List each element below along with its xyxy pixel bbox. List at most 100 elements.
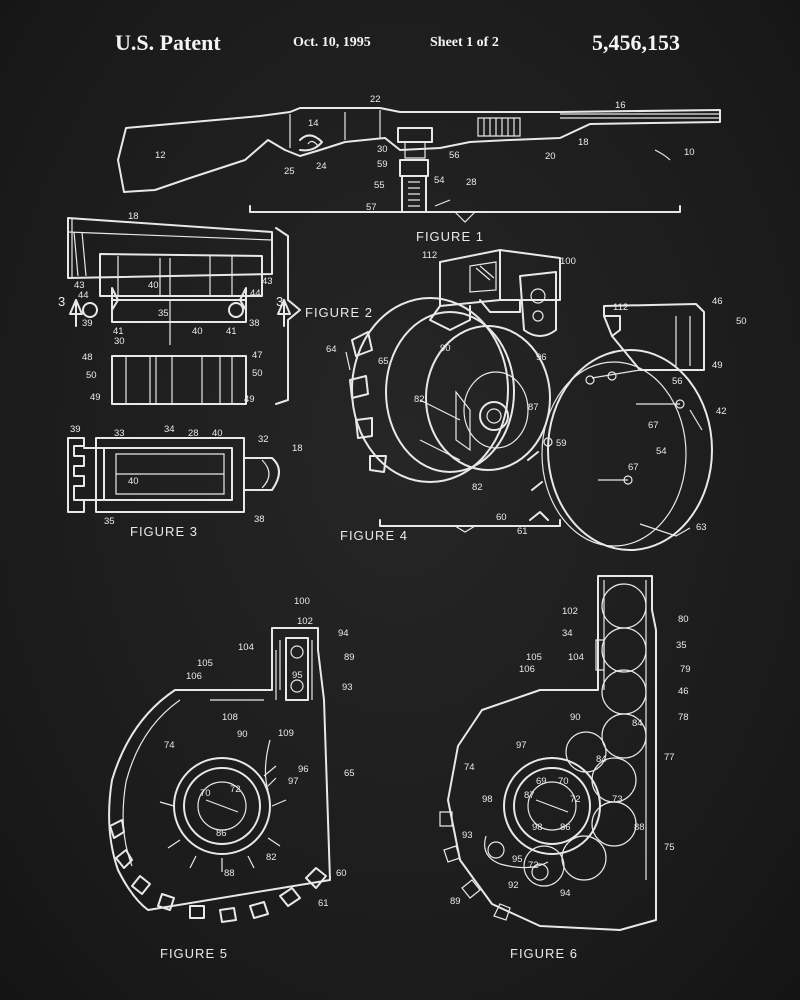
label: 49 <box>244 394 255 405</box>
label: 94 <box>338 628 349 639</box>
label: 46 <box>712 296 723 307</box>
label: 95 <box>512 854 523 865</box>
label: 100 <box>560 256 576 267</box>
figure-1-labels: 22 16 14 12 30 56 20 18 25 24 59 10 55 5… <box>155 94 695 213</box>
label: 112 <box>613 302 628 313</box>
label: 50 <box>252 368 263 379</box>
label: 63 <box>696 522 707 533</box>
label: 87 <box>528 402 539 413</box>
label: 87 <box>524 790 535 801</box>
figure-3-labels: 39 33 34 28 40 32 18 40 35 38 <box>70 424 303 527</box>
figure-6-drum-loaded <box>439 575 657 931</box>
label: 69 <box>536 776 547 787</box>
label: 65 <box>344 768 355 779</box>
label: 35 <box>104 516 115 527</box>
label: 54 <box>434 175 445 186</box>
label: 90 <box>440 343 451 354</box>
label: 96 <box>298 764 309 775</box>
label: 50 <box>736 316 747 327</box>
label: 86 <box>560 822 571 833</box>
figure-5-caption: FIGURE 5 <box>160 946 228 961</box>
label: 18 <box>128 211 139 222</box>
label: 44 <box>250 288 261 299</box>
label: 74 <box>164 740 175 751</box>
label: 57 <box>366 202 377 213</box>
label: 89 <box>344 652 355 663</box>
label: 60 <box>336 868 347 879</box>
figure-1-shotgun <box>117 107 721 223</box>
label: 88 <box>224 868 235 879</box>
label: 93 <box>462 830 473 841</box>
label: 84 <box>632 718 643 729</box>
label: 98 <box>482 794 493 805</box>
label: 41 <box>226 326 237 337</box>
label: 28 <box>466 177 477 188</box>
figure-5-labels: 100 102 94 104 89 105 106 95 93 108 74 9… <box>164 596 355 909</box>
label: 33 <box>114 428 125 439</box>
label: 3 <box>276 294 283 309</box>
label: 35 <box>676 640 687 651</box>
label: 80 <box>678 614 689 625</box>
label: 61 <box>517 526 528 537</box>
label: 82 <box>414 394 425 405</box>
label: 20 <box>545 151 556 162</box>
label: 100 <box>294 596 310 607</box>
label: 88 <box>634 822 645 833</box>
label: 90 <box>237 729 248 740</box>
figure-2-labels: 18 43 40 44 3 39 30 41 35 40 41 38 43 44… <box>58 211 283 405</box>
label: 50 <box>86 370 97 381</box>
figure-3-caption: FIGURE 3 <box>130 524 198 539</box>
label: 109 <box>278 728 294 739</box>
patent-date: Oct. 10, 1995 <box>293 35 371 50</box>
figure-3-detail <box>67 437 280 513</box>
figure-4-labels: 112 100 112 46 50 49 64 65 90 96 56 82 8… <box>326 250 747 537</box>
label: 48 <box>82 352 93 363</box>
label: 70 <box>200 788 211 799</box>
label: 18 <box>292 443 303 454</box>
label: 105 <box>526 652 542 663</box>
label: 70 <box>558 776 569 787</box>
label: 86 <box>216 828 227 839</box>
label: 90 <box>570 712 581 723</box>
label: 10 <box>684 147 695 158</box>
patent-number: 5,456,153 <box>592 30 680 55</box>
label: 49 <box>90 392 101 403</box>
label: 104 <box>238 642 254 653</box>
label: 40 <box>128 476 139 487</box>
label: 78 <box>678 712 689 723</box>
label: 82 <box>266 852 277 863</box>
label: 82 <box>472 482 483 493</box>
label: 28 <box>188 428 199 439</box>
label: 47 <box>252 350 263 361</box>
label: 73 <box>612 794 623 805</box>
label: 3 <box>58 294 65 309</box>
label: 74 <box>464 762 475 773</box>
label: 77 <box>664 752 675 763</box>
label: 39 <box>70 424 81 435</box>
label: 112 <box>422 250 437 261</box>
label: 22 <box>370 94 381 105</box>
label: 43 <box>262 276 273 287</box>
label: 67 <box>648 420 659 431</box>
label: 102 <box>297 616 313 627</box>
label: 75 <box>664 842 675 853</box>
label: 34 <box>164 424 175 435</box>
figure-6-caption: FIGURE 6 <box>510 946 578 961</box>
label: 59 <box>377 159 388 170</box>
label: 41 <box>113 326 124 337</box>
patent-header-title: U.S. Patent <box>115 30 221 55</box>
label: 89 <box>450 896 461 907</box>
label: 40 <box>148 280 159 291</box>
label: 61 <box>318 898 329 909</box>
label: 42 <box>716 406 727 417</box>
label: 65 <box>378 356 389 367</box>
label: 84 <box>596 754 607 765</box>
label: 30 <box>377 144 388 155</box>
label: 40 <box>212 428 223 439</box>
label: 64 <box>326 344 337 355</box>
figure-2-section <box>67 217 301 405</box>
label: 14 <box>308 118 319 129</box>
label: 34 <box>562 628 573 639</box>
